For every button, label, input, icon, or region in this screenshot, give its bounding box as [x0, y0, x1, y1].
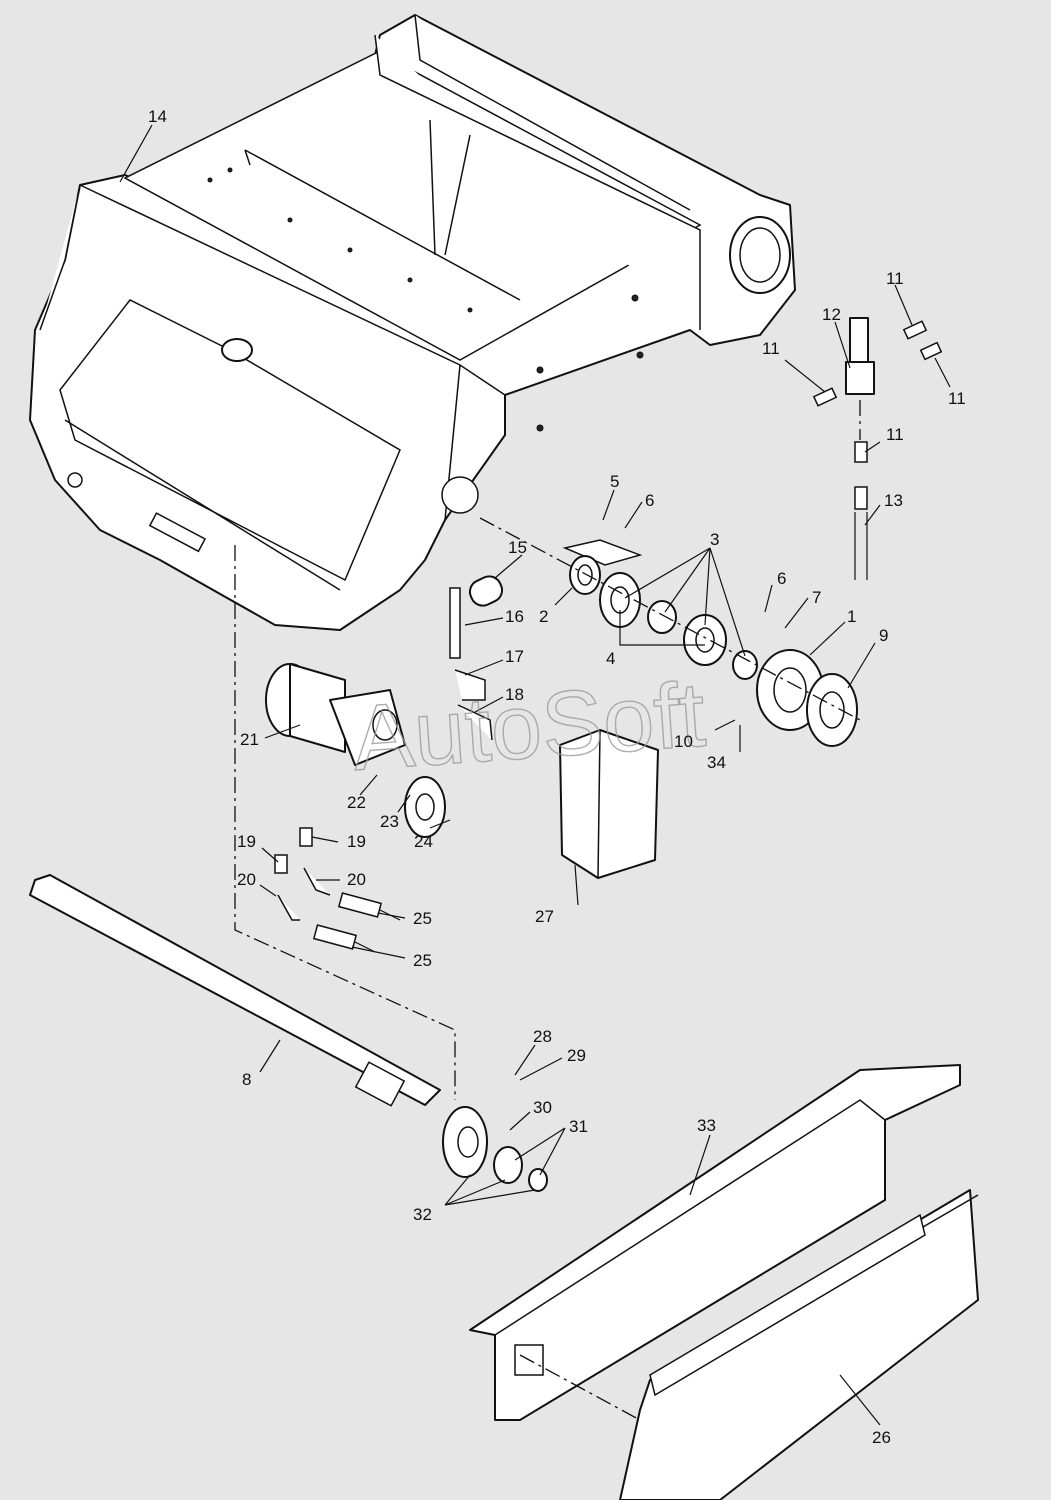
callout-14: 14 — [148, 107, 167, 126]
callout-11: 11 — [886, 269, 904, 288]
callout-27: 27 — [535, 907, 554, 926]
callout-16: 16 — [505, 607, 524, 626]
watermark-text: AutoSoft — [349, 664, 708, 790]
hydraulic-motor — [265, 663, 446, 838]
callout-3: 3 — [710, 530, 719, 549]
callout-4: 4 — [606, 649, 615, 668]
callout-31: 31 — [569, 1117, 588, 1136]
hydraulic-valve-group — [812, 317, 943, 580]
callout-26: 26 — [872, 1428, 891, 1447]
leader-lines — [119, 124, 951, 1426]
callout-25: 25 — [413, 909, 432, 928]
callout-12: 12 — [822, 305, 841, 324]
callout-30: 30 — [533, 1098, 552, 1117]
callout-18: 18 — [505, 685, 524, 704]
callout-20: 20 — [237, 870, 256, 889]
callout-1: 1 — [847, 607, 856, 626]
callout-7: 7 — [812, 588, 821, 607]
callout-19: 19 — [347, 832, 366, 851]
drive-assembly — [449, 517, 861, 747]
callout-11: 11 — [886, 425, 904, 444]
callout-5: 5 — [610, 472, 619, 491]
callout-6: 6 — [777, 569, 786, 588]
callout-11: 11 — [948, 389, 966, 408]
callout-2: 2 — [539, 607, 548, 626]
callout-22: 22 — [347, 793, 366, 812]
callout-28: 28 — [533, 1027, 552, 1046]
callout-labels: 14 11 12 11 11 11 13 5 6 3 15 6 7 2 16 1… — [148, 107, 966, 1447]
callout-32: 32 — [413, 1205, 432, 1224]
callout-25: 25 — [413, 951, 432, 970]
callout-13: 13 — [884, 491, 903, 510]
callout-19: 19 — [237, 832, 256, 851]
frame-housing — [29, 14, 796, 631]
callout-8: 8 — [242, 1070, 251, 1089]
callout-17: 17 — [505, 647, 524, 666]
callout-29: 29 — [567, 1046, 586, 1065]
hose-fittings — [234, 545, 456, 1100]
callout-33: 33 — [697, 1116, 716, 1135]
callout-21: 21 — [240, 730, 259, 749]
callout-11: 11 — [762, 339, 780, 358]
callout-23: 23 — [380, 812, 399, 831]
callout-6: 6 — [645, 491, 654, 510]
lower-channels — [469, 1064, 979, 1500]
callout-34: 34 — [707, 753, 726, 772]
callout-24: 24 — [414, 832, 433, 851]
callout-15: 15 — [508, 538, 527, 557]
callout-10: 10 — [674, 732, 693, 751]
drive-shaft — [29, 874, 548, 1192]
callout-20: 20 — [347, 870, 366, 889]
callout-9: 9 — [879, 626, 888, 645]
